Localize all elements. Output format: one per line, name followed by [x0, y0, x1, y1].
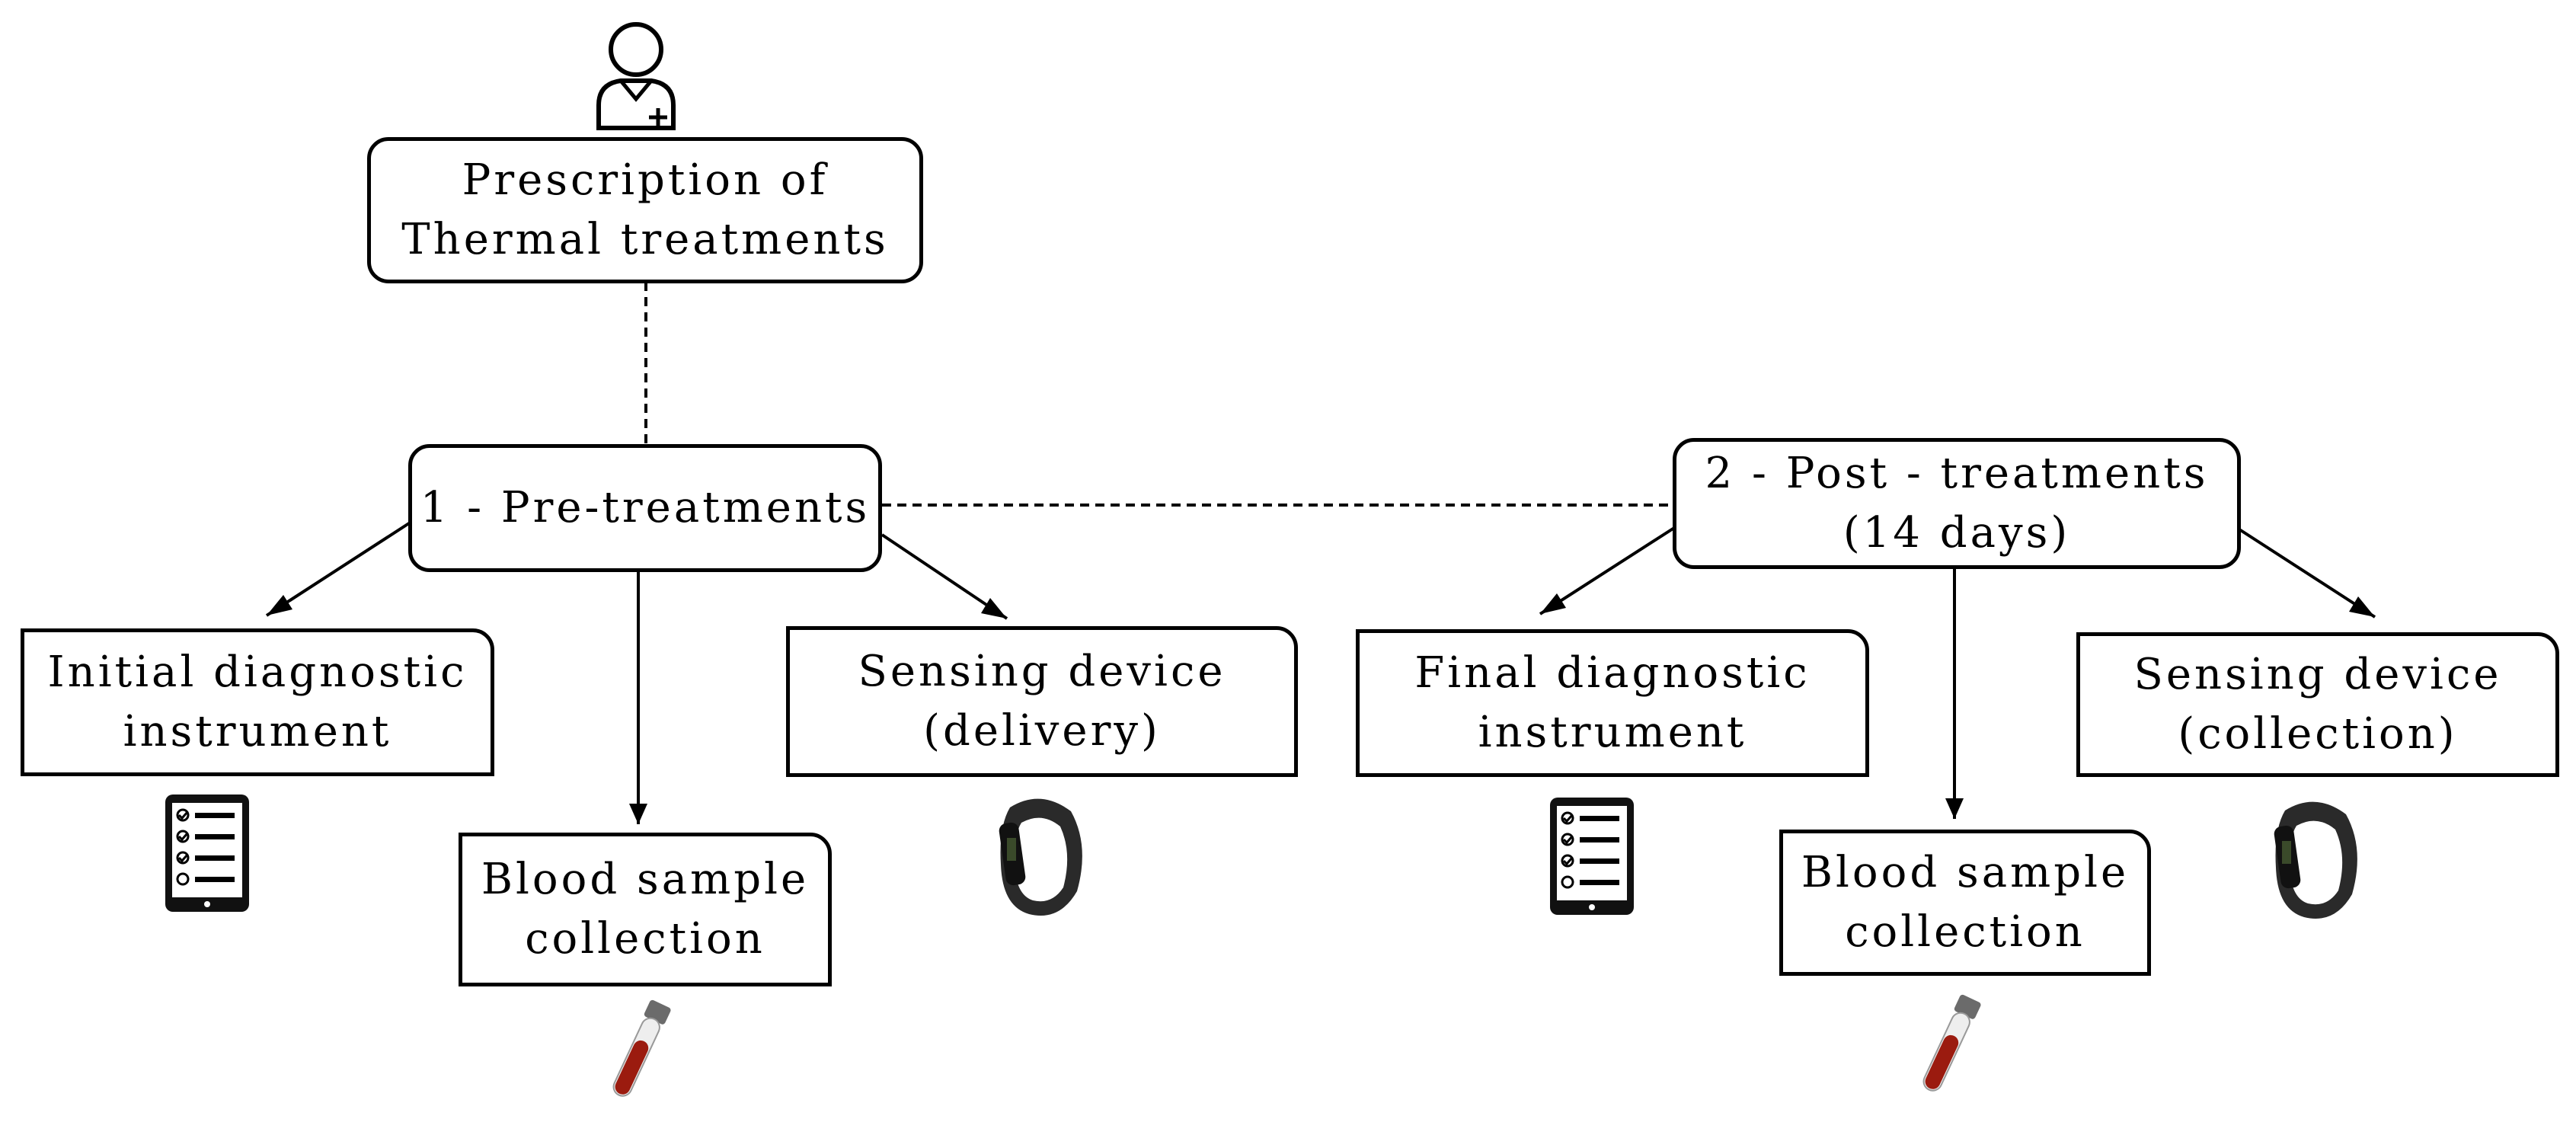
fitness-band-icon — [999, 798, 1082, 916]
pre-treatments-box: 1 - Pre-treatments — [408, 444, 882, 572]
final-diagnostic-box: Final diagnostic instrument — [1356, 629, 1869, 777]
sensing-delivery-box: Sensing device (delivery) — [786, 626, 1298, 777]
checklist-tablet-icon — [1550, 798, 1634, 915]
checklist-tablet-icon — [165, 794, 249, 912]
initial-diagnostic-box: Initial diagnostic instrument — [21, 628, 494, 776]
post-treatments-box: 2 - Post - treatments (14 days) — [1673, 438, 2241, 569]
arrow-pre-sensing — [881, 533, 1008, 620]
doctor-icon — [596, 22, 676, 130]
blood-sample-post-box: Blood sample collection — [1779, 830, 2151, 976]
prescription-box: Prescription of Thermal treatments — [367, 137, 923, 283]
blood-sample-pre-box: Blood sample collection — [459, 833, 832, 986]
blood-tube-icon — [1922, 994, 1981, 1092]
arrow-pre-initial — [265, 520, 413, 617]
fitness-band-icon — [2274, 801, 2357, 919]
blood-tube-icon — [612, 999, 671, 1097]
arrow-post-final — [1539, 526, 1676, 615]
sensing-collection-box: Sensing device (collection) — [2076, 632, 2559, 777]
arrow-post-sensing — [2238, 528, 2376, 619]
